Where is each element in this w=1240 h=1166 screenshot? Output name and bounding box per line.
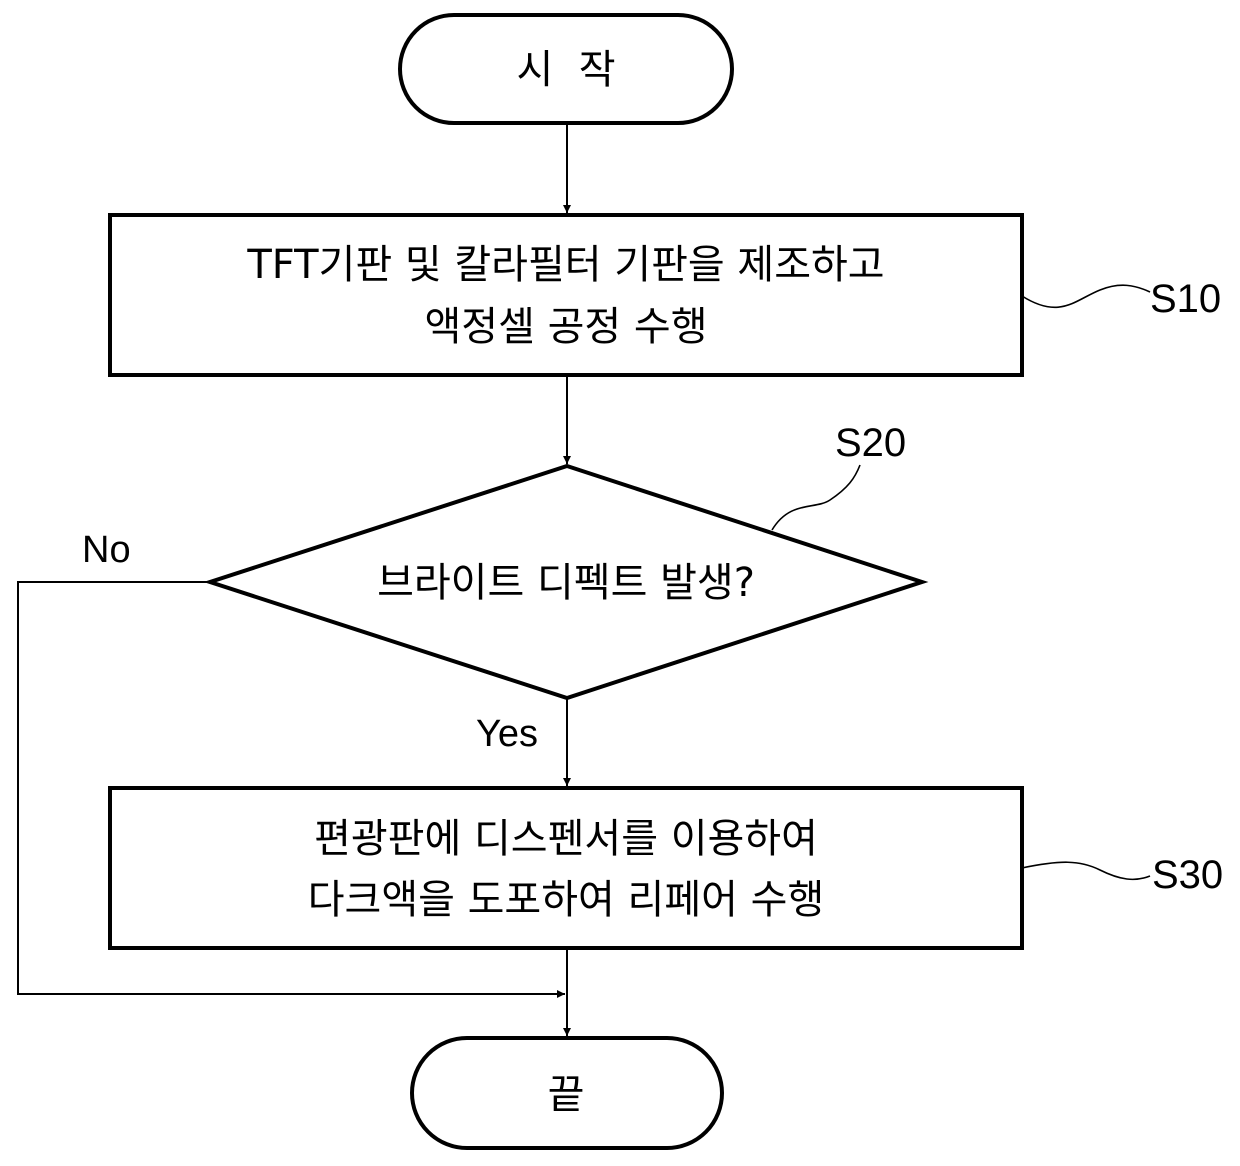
s20-leader-line [772,465,860,530]
s20-label: 브라이트 디펙트 발생? [377,560,755,606]
s20-ref-label: S20 [835,421,906,465]
s10-line1: TFT기판 및 칼라필터 기판을 제조하고 [246,242,884,288]
process-box-s10 [110,215,1022,375]
s30-line1: 편광판에 디스펜서를 이용하여 [314,816,818,862]
yes-label: Yes [476,713,538,755]
s10-ref-label: S10 [1150,277,1221,321]
end-label: 끝 [548,1072,585,1118]
s30-line2: 다크액을 도포하여 리페어 수행 [308,877,825,923]
start-label: 시 작 [516,47,615,93]
s10-line2: 액정셀 공정 수행 [424,304,707,350]
s10-leader-line [1022,285,1150,307]
s30-ref-label: S30 [1152,853,1223,897]
no-label: No [82,529,131,571]
s30-leader-line [1022,862,1150,879]
process-box-s30 [110,788,1022,948]
